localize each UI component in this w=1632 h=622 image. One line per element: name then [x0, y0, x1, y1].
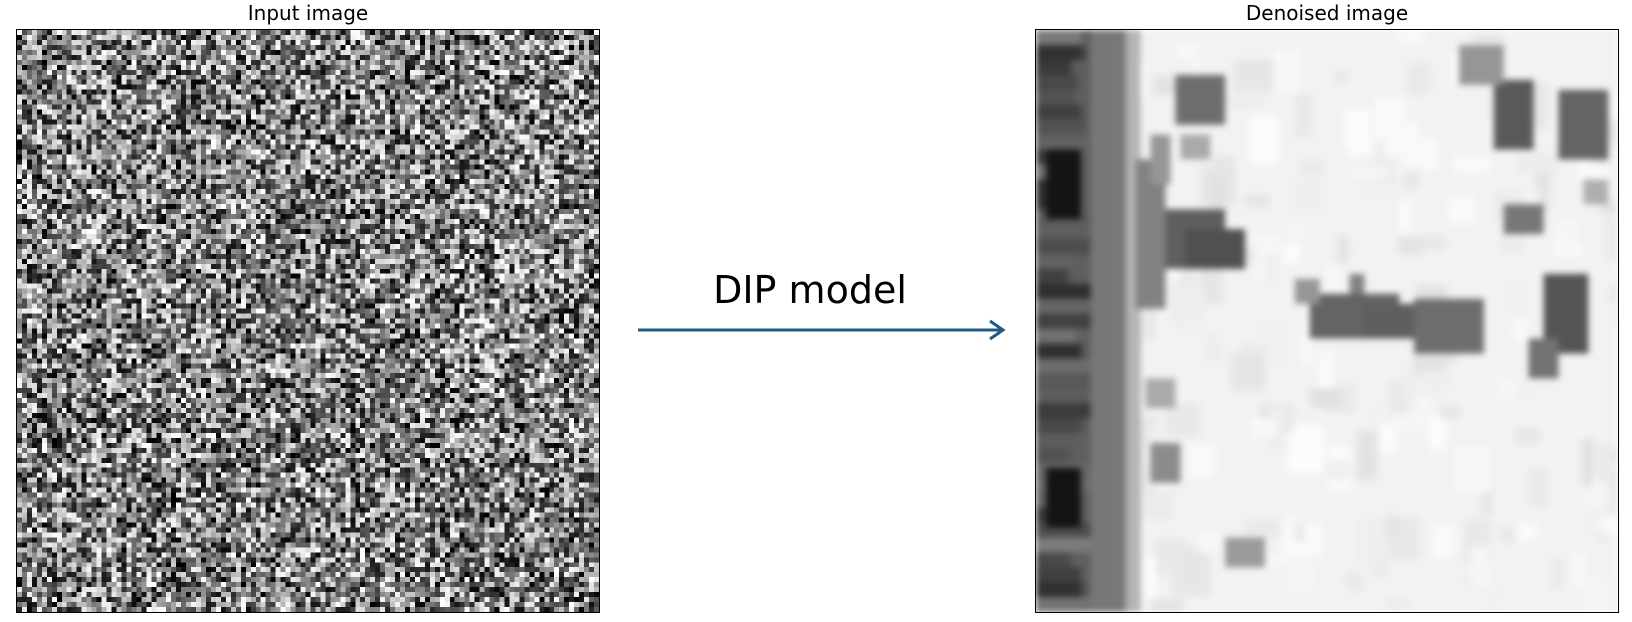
arrow-label: DIP model	[713, 268, 907, 312]
process-arrow	[638, 319, 1006, 341]
input-image-title: Input image	[247, 1, 369, 25]
denoised-image-title: Denoised image	[1245, 1, 1409, 25]
denoised-image-panel	[1035, 29, 1619, 613]
noisy-input-image	[17, 30, 599, 612]
denoised-output-image	[1036, 30, 1618, 612]
input-image-panel	[16, 29, 600, 613]
arrow-head	[989, 319, 1006, 341]
